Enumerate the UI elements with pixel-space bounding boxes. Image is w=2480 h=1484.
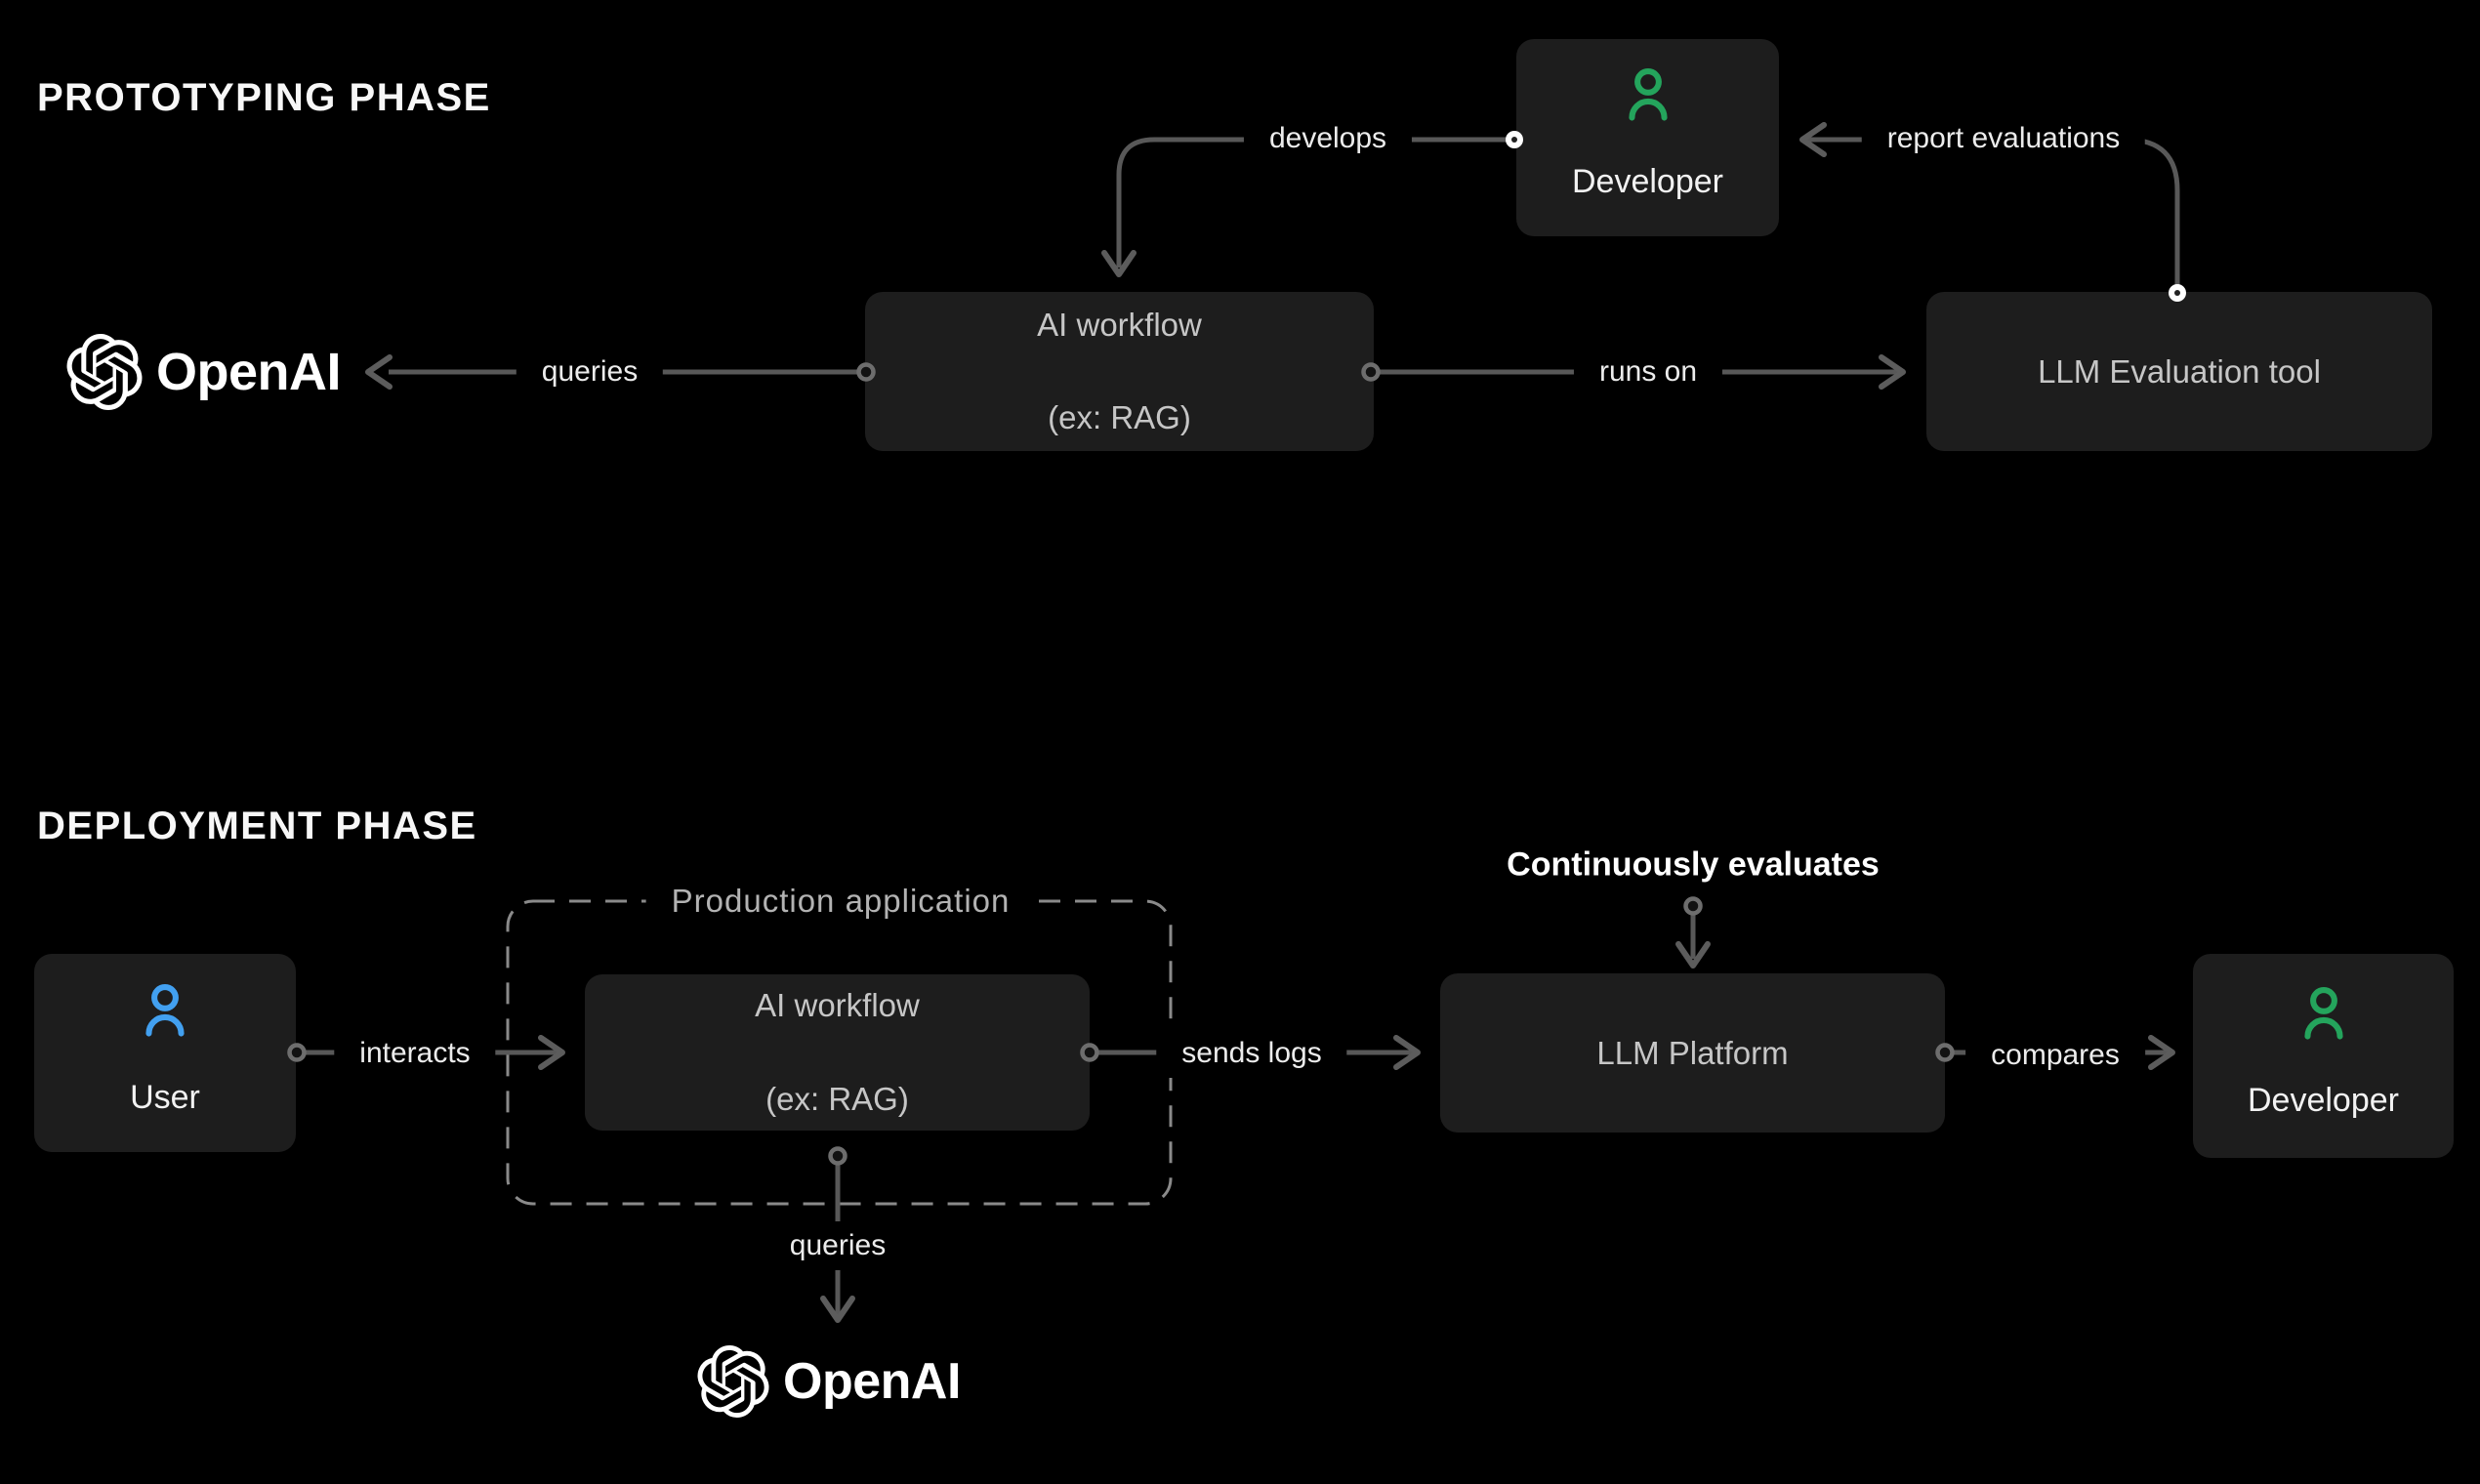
edge-label-sends-logs: sends logs xyxy=(1156,1029,1347,1078)
node-label-line2: (ex: RAG) xyxy=(765,1080,909,1117)
openai-wordmark: OpenAI xyxy=(783,1353,961,1410)
edge-label-runs-on: runs on xyxy=(1573,348,1723,396)
node-label: User xyxy=(130,1078,200,1116)
arrowhead-down-icon xyxy=(1675,941,1711,969)
connector-dot xyxy=(1683,896,1703,916)
node-label: Developer xyxy=(1572,163,1723,201)
arrowhead-down-icon xyxy=(1101,250,1137,277)
section-title-deployment: DEPLOYMENT PHASE xyxy=(37,804,477,847)
node-label-line2: (ex: RAG) xyxy=(1048,399,1191,436)
edge-label-queries-top: queries xyxy=(516,348,664,396)
arrowhead-right-icon xyxy=(1393,1035,1421,1070)
node-label: Developer xyxy=(2248,1081,2399,1119)
edge-label-compares: compares xyxy=(1965,1031,2145,1080)
node-label: AI workflow (ex: RAG) xyxy=(1037,302,1202,442)
openai-flower-icon xyxy=(66,334,143,410)
node-label-line1: AI workflow xyxy=(755,987,920,1024)
node-user: User xyxy=(34,954,296,1152)
openai-flower-icon xyxy=(697,1345,769,1418)
openai-logo-bottom: OpenAI xyxy=(697,1343,961,1420)
node-developer-prototyping: Developer xyxy=(1516,39,1779,236)
edge-label-develops: develops xyxy=(1243,114,1413,163)
annotation-continuously-evaluates: Continuously evaluates xyxy=(1507,845,1880,884)
production-application-label: Production application xyxy=(645,881,1036,922)
node-llm-platform: LLM Platform xyxy=(1440,973,1945,1133)
node-ai-workflow-prototyping: AI workflow (ex: RAG) xyxy=(865,292,1374,451)
arrowhead-down-icon xyxy=(820,1296,855,1323)
node-label: AI workflow (ex: RAG) xyxy=(755,982,920,1123)
arrowhead-left-icon xyxy=(1799,122,1827,157)
openai-wordmark: OpenAI xyxy=(156,343,342,401)
person-icon xyxy=(1628,68,1668,121)
edge-label-queries-bottom: queries xyxy=(764,1221,912,1270)
node-label-line1: AI workflow xyxy=(1037,306,1202,343)
arrowhead-right-icon xyxy=(1879,354,1906,390)
arrowhead-right-icon xyxy=(538,1035,565,1070)
arrowhead-right-icon xyxy=(2148,1035,2175,1070)
edge-label-interacts: interacts xyxy=(334,1029,496,1078)
person-icon xyxy=(145,983,185,1037)
node-label: LLM Platform xyxy=(1596,1034,1789,1071)
node-ai-workflow-deployment: AI workflow (ex: RAG) xyxy=(585,974,1090,1131)
arrowhead-left-icon xyxy=(365,354,393,390)
node-llm-evaluation-tool: LLM Evaluation tool xyxy=(1926,292,2432,451)
connector-dot xyxy=(828,1146,847,1166)
openai-logo-top: OpenAI xyxy=(66,332,342,412)
section-title-prototyping: PROTOTYPING PHASE xyxy=(37,76,491,119)
edge-label-report-evaluations: report evaluations xyxy=(1861,114,2146,163)
node-developer-deployment: Developer xyxy=(2193,954,2454,1158)
person-icon xyxy=(2303,986,2343,1040)
node-label: LLM Evaluation tool xyxy=(2038,352,2321,390)
